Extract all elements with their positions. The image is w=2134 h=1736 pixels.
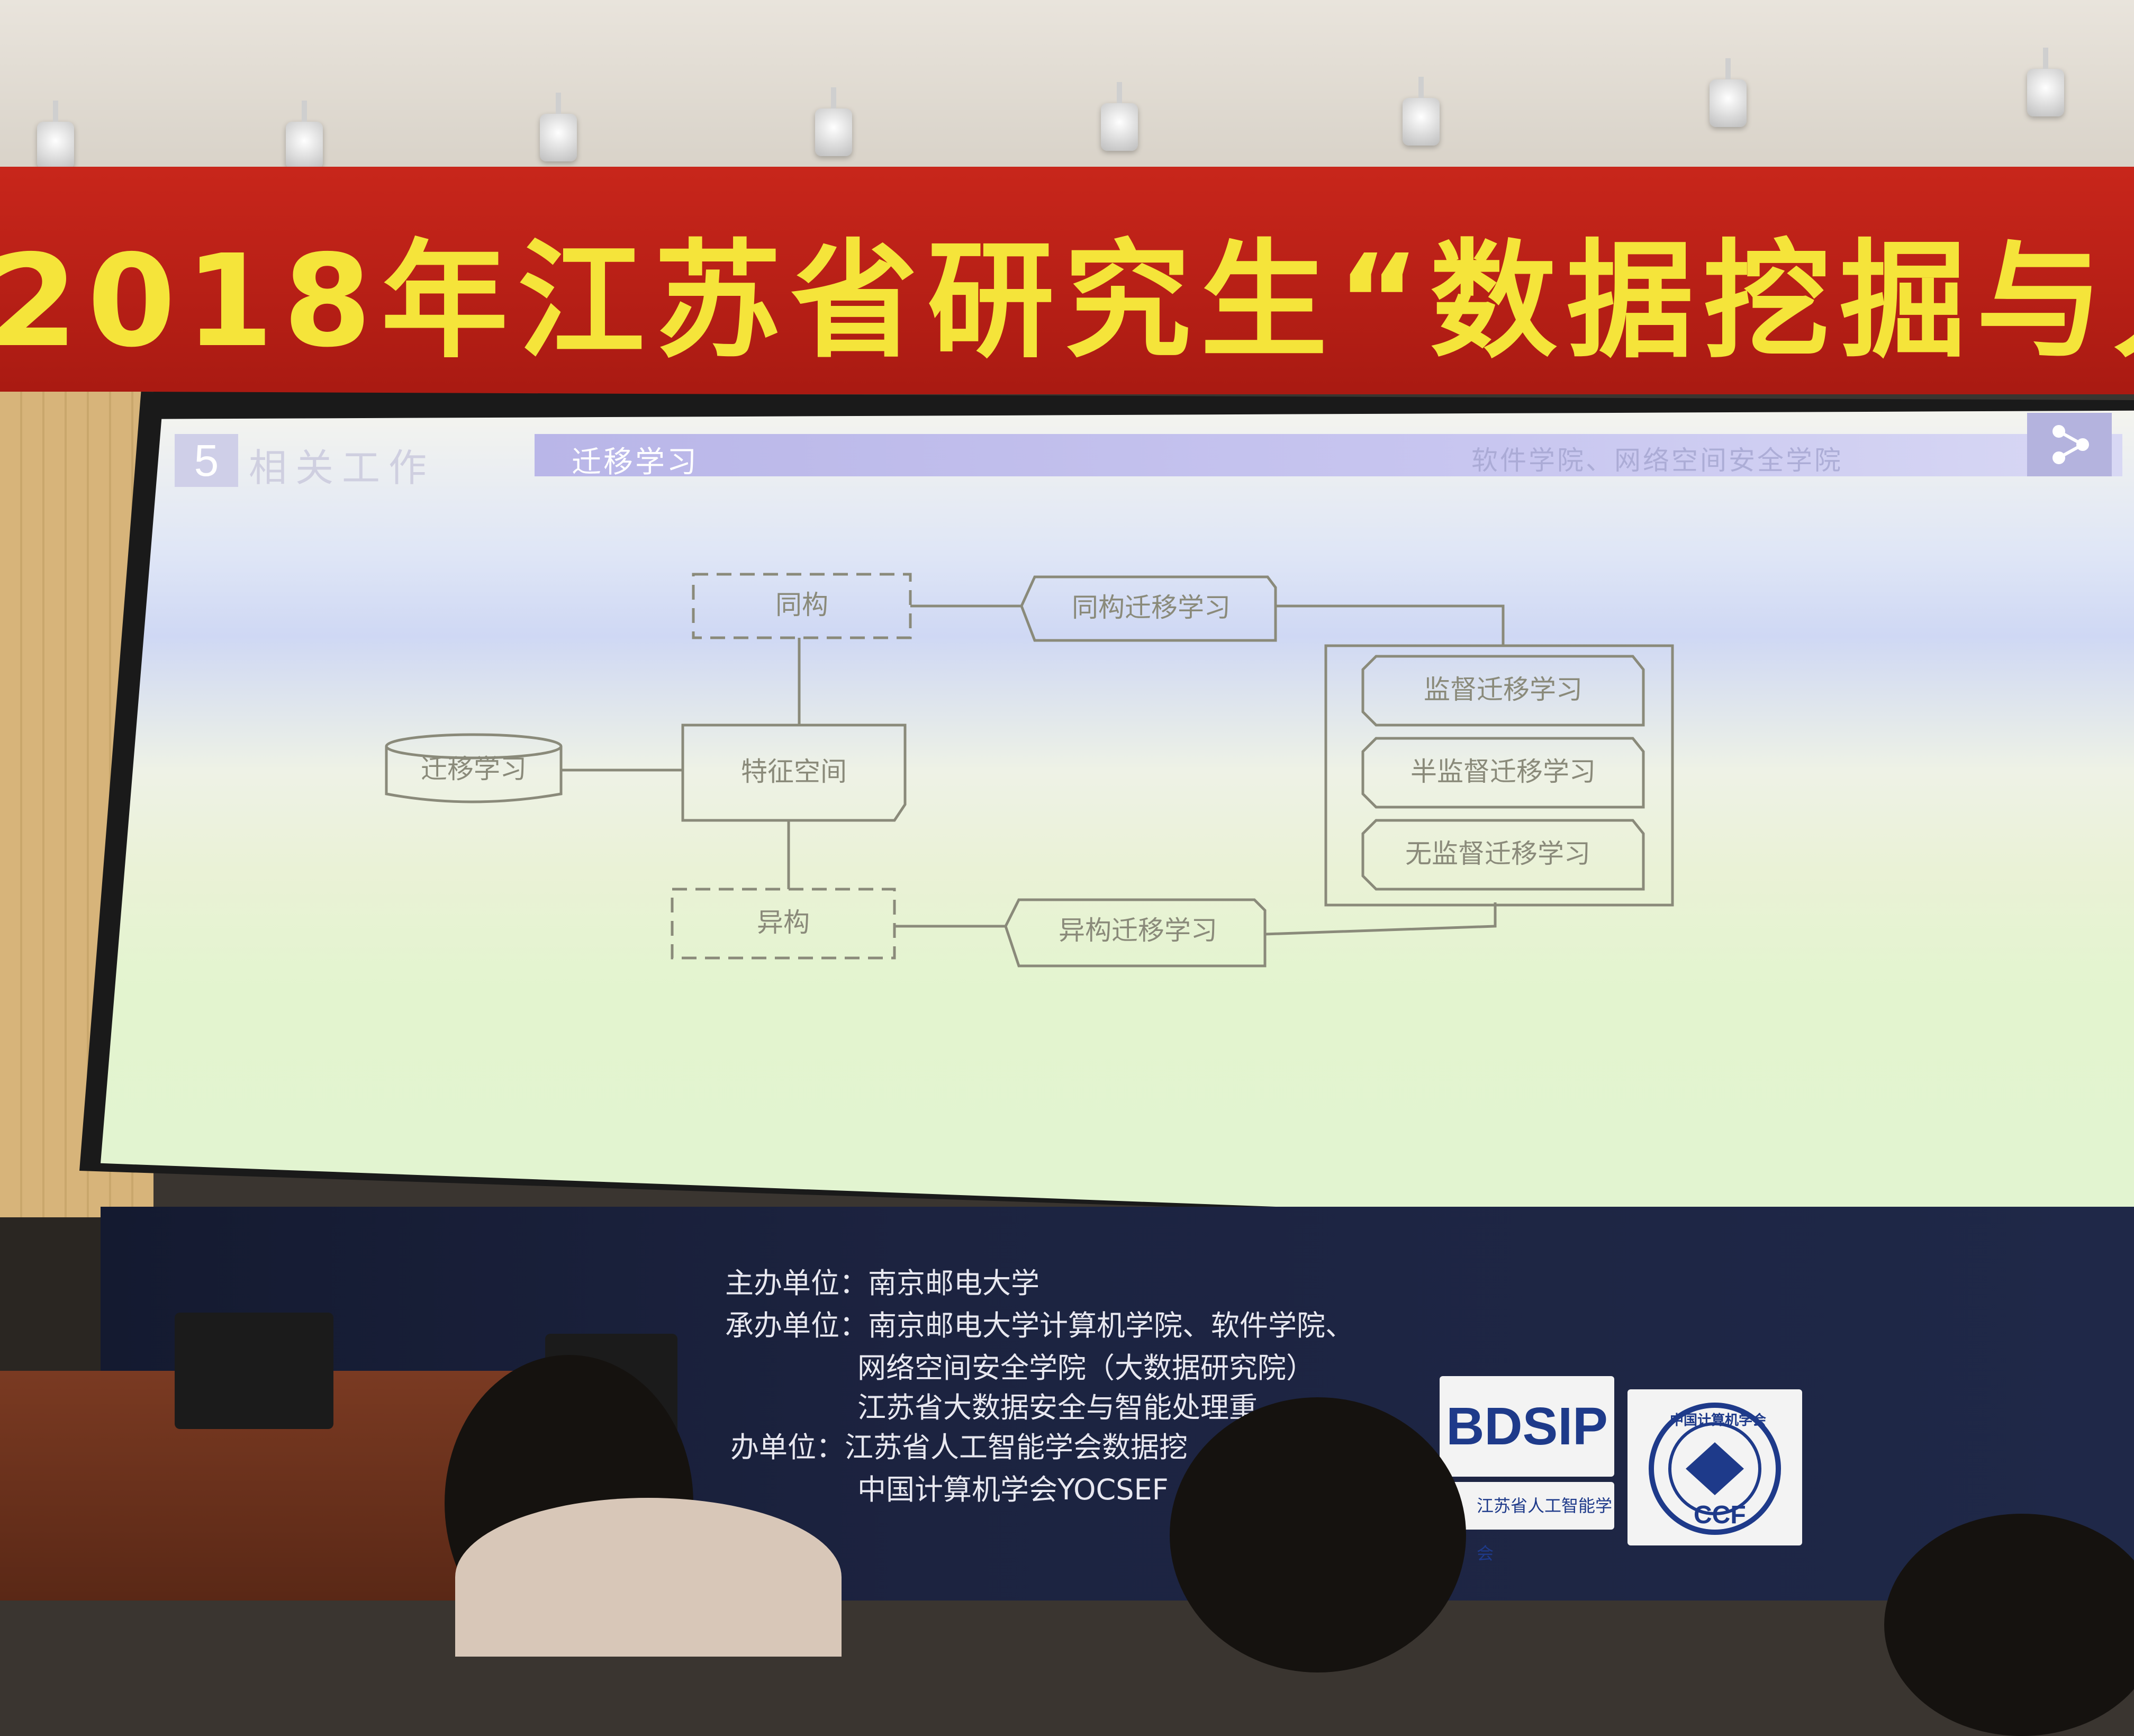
ceiling-light: [37, 101, 74, 169]
feature-space-label: 特征空间: [741, 756, 847, 787]
category-label: 无监督迁移学习: [1405, 838, 1590, 869]
category-node: [1361, 737, 1645, 809]
ceiling-light: [1403, 77, 1440, 146]
host-text: 主办单位：南京邮电大学: [725, 1267, 1039, 1300]
ceiling: [0, 0, 2134, 175]
category-label: 半监督迁移学习: [1410, 756, 1596, 787]
slide-header: 5 相关工作 迁移学习 软件学院、网络空间安全学院: [175, 413, 2133, 490]
ccf-emblem: [1649, 1403, 1781, 1535]
co-organizer-text: 办单位：江苏省人工智能学会数据挖: [730, 1431, 1188, 1464]
root-label: 迁移学习: [421, 754, 527, 784]
audience-head: [1170, 1397, 1466, 1672]
connector-line: [1264, 902, 1497, 936]
ceiling-light: [1101, 82, 1138, 151]
ccf-logo-top-text: 中国计算机学会: [1670, 1413, 1767, 1428]
organizer-text-line2: 网络空间安全学院（大数据研究院）: [857, 1351, 1315, 1385]
co-organizer-text-line2: 中国计算机学会YOCSEF: [857, 1473, 1169, 1506]
banner-text: 2018年江苏省研究生“数据挖掘与人工智能”暑期: [0, 227, 2134, 375]
heterogeneous-label: 异构: [757, 907, 810, 938]
section-number: 5: [175, 434, 238, 487]
organizer-text-line3: 江苏省大数据安全与智能处理重: [857, 1391, 1258, 1424]
connector-line: [1276, 604, 1505, 646]
ceiling-light: [815, 87, 852, 156]
homogeneous-transfer-label: 同构迁移学习: [1072, 592, 1231, 623]
chair: [175, 1313, 333, 1429]
school-text: 软件学院、网络空间安全学院: [1471, 446, 1843, 475]
share-icon[interactable]: [2027, 413, 2112, 476]
transfer-learning-diagram: 迁移学习 特征空间 同构 异构 同构迁移学习 异构迁移学习 监督迁移学习 半监督…: [385, 573, 1674, 968]
ccf-logo: 中国计算机学会 CCF: [1627, 1389, 1802, 1545]
projection-screen: [101, 410, 2134, 1238]
organizer-text: 承办单位：南京邮电大学计算机学院、软件学院、: [725, 1309, 1354, 1342]
subtitle-bar: [535, 434, 2122, 476]
heterogeneous-transfer-label: 异构迁移学习: [1059, 915, 1217, 946]
root-node: [385, 733, 563, 803]
jsai-logo-text: 江苏省人工智能学会: [1477, 1496, 1613, 1563]
ceiling-light: [1710, 58, 1747, 127]
heterogeneous-node: [671, 888, 896, 960]
section-title: 相关工作: [249, 447, 436, 490]
bdsip-logo: BDSIP: [1440, 1376, 1614, 1477]
ceiling-light: [286, 101, 323, 169]
category-node: [1361, 819, 1645, 891]
category-container: [1324, 644, 1674, 907]
ceiling-light: [2027, 48, 2064, 116]
category-label: 监督迁移学习: [1424, 674, 1583, 705]
ceiling-light: [540, 93, 577, 161]
red-banner: 2018年江苏省研究生“数据挖掘与人工智能”暑期: [0, 167, 2134, 394]
homogeneous-transfer-node: [1020, 575, 1277, 642]
audience-member: [455, 1498, 842, 1657]
heterogeneous-transfer-node: [1004, 898, 1267, 968]
category-node: [1361, 655, 1645, 727]
homogeneous-label: 同构: [775, 590, 828, 620]
slide-subtitle: 迁移学习: [572, 445, 699, 478]
feature-space-node: [681, 724, 907, 822]
ccf-logo-text: CCF: [1694, 1501, 1746, 1529]
bdsip-logo-text: BDSIP: [1446, 1397, 1608, 1456]
jsai-logo: 江苏省人工智能学会: [1440, 1482, 1614, 1563]
